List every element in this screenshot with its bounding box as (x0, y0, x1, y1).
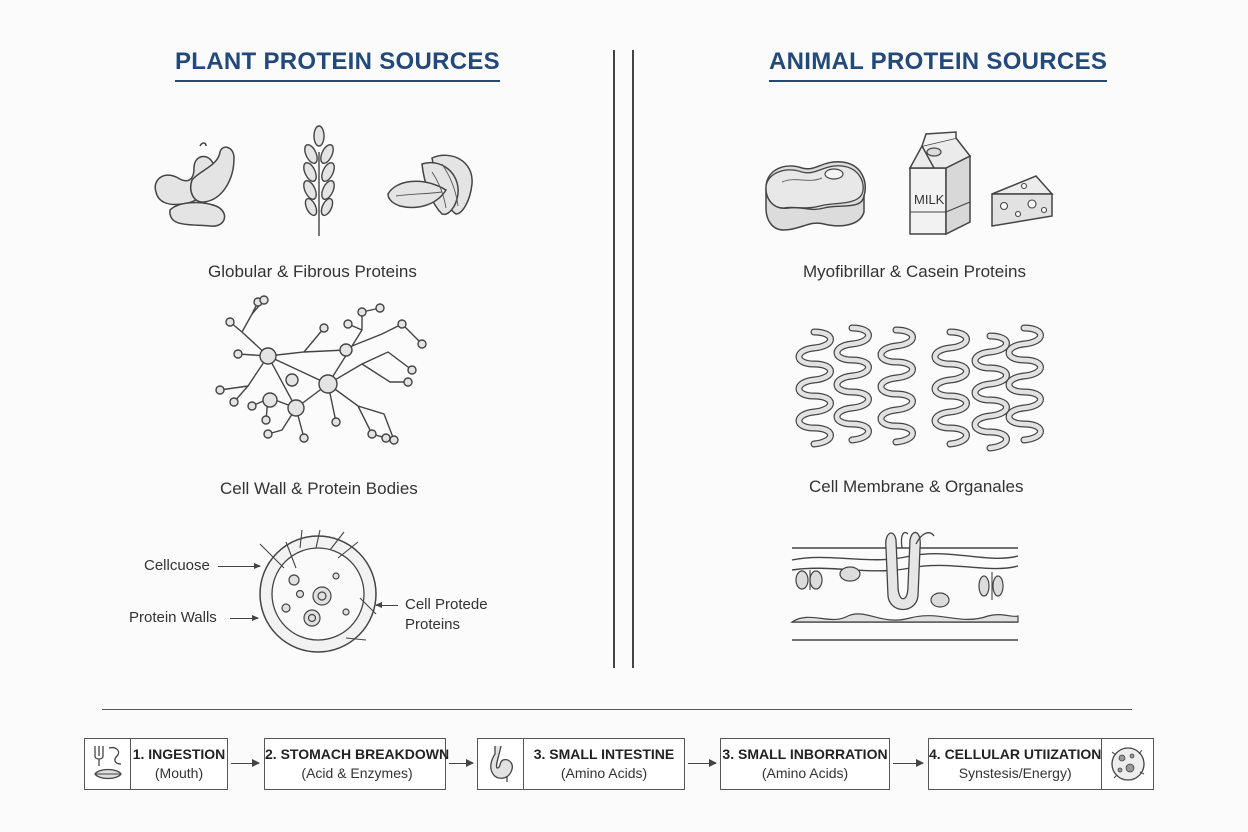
label-protein-walls: Protein Walls (129, 609, 217, 626)
flow-step-1-subtitle: (Mouth) (154, 765, 204, 781)
flow-step-3-title: 3. SMALL INTESTINE (533, 746, 675, 762)
protein-walls-pointer-arrow (230, 615, 259, 621)
plant-protein-network-diagram (212, 294, 438, 450)
protein-helices-diagram (796, 322, 1042, 450)
flow-step-4-title: 3. SMALL INBORRATION (722, 746, 888, 762)
animal-caption-cell-membrane: Cell Membrane & Organales (809, 477, 1024, 496)
plant-heading: PLANT PROTEIN SOURCES (175, 48, 500, 82)
flow-step-small-inborration: 3. SMALL INBORRATION (Amino Acids) (720, 738, 890, 790)
flow-step-1-title: 1. INGESTION (132, 746, 226, 762)
milk-label: MILK (914, 192, 945, 207)
flow-step-stomach: 2. STOMACH BREAKDOWN (Acid & Enzymes) (264, 738, 450, 790)
flow-section-divider (102, 709, 1132, 710)
cheese-icon (990, 174, 1056, 230)
flow-arrow-4 (893, 759, 924, 767)
flow-arrow-2 (449, 759, 474, 767)
cell-icon (1101, 739, 1153, 789)
flow-step-small-intestine: 3. SMALL INTESTINE (Amino Acids) (477, 738, 685, 790)
flow-step-cellular-utilization: 4. CELLULAR UTIIZATION Synstesis/Energy) (928, 738, 1154, 790)
wheat-icon (296, 122, 342, 238)
flow-arrow-1 (231, 759, 260, 767)
flow-step-2-title: 2. STOMACH BREAKDOWN (265, 746, 450, 762)
flow-step-5-subtitle: Synstesis/Energy) (958, 765, 1072, 781)
plant-caption-globular: Globular & Fibrous Proteins (208, 262, 417, 281)
stomach-icon (478, 739, 524, 789)
flow-step-ingestion: 1. INGESTION (Mouth) (84, 738, 228, 790)
steak-icon (762, 152, 870, 234)
flow-step-5-title: 4. CELLULAR UTIIZATION (929, 746, 1102, 762)
animal-caption-myofibrillar: Myofibrillar & Casein Proteins (803, 262, 1026, 281)
animal-heading: ANIMAL PROTEIN SOURCES (769, 48, 1108, 82)
flow-step-3-subtitle: (Amino Acids) (560, 765, 648, 781)
label-cell-protein-line2: Proteins (405, 616, 461, 633)
label-cellulose: Cellcuose (144, 557, 210, 574)
center-divider-left (613, 50, 615, 668)
center-divider-right (632, 50, 634, 668)
cell-protein-pointer-arrow (375, 602, 398, 608)
plant-cell-diagram (256, 528, 386, 658)
cellulose-pointer-arrow (218, 563, 261, 569)
beans-icon (148, 140, 253, 232)
flow-arrow-3 (688, 759, 717, 767)
milk-carton-icon: MILK (906, 132, 974, 236)
utensils-mouth-icon (85, 739, 131, 789)
label-cell-protein-line1: Cell Protede (405, 596, 488, 613)
cell-membrane-diagram (790, 526, 1022, 648)
flow-step-2-subtitle: (Acid & Enzymes) (301, 765, 413, 781)
almonds-icon (386, 150, 478, 218)
plant-caption-cell-wall: Cell Wall & Protein Bodies (220, 479, 418, 498)
flow-step-4-subtitle: (Amino Acids) (761, 765, 849, 781)
